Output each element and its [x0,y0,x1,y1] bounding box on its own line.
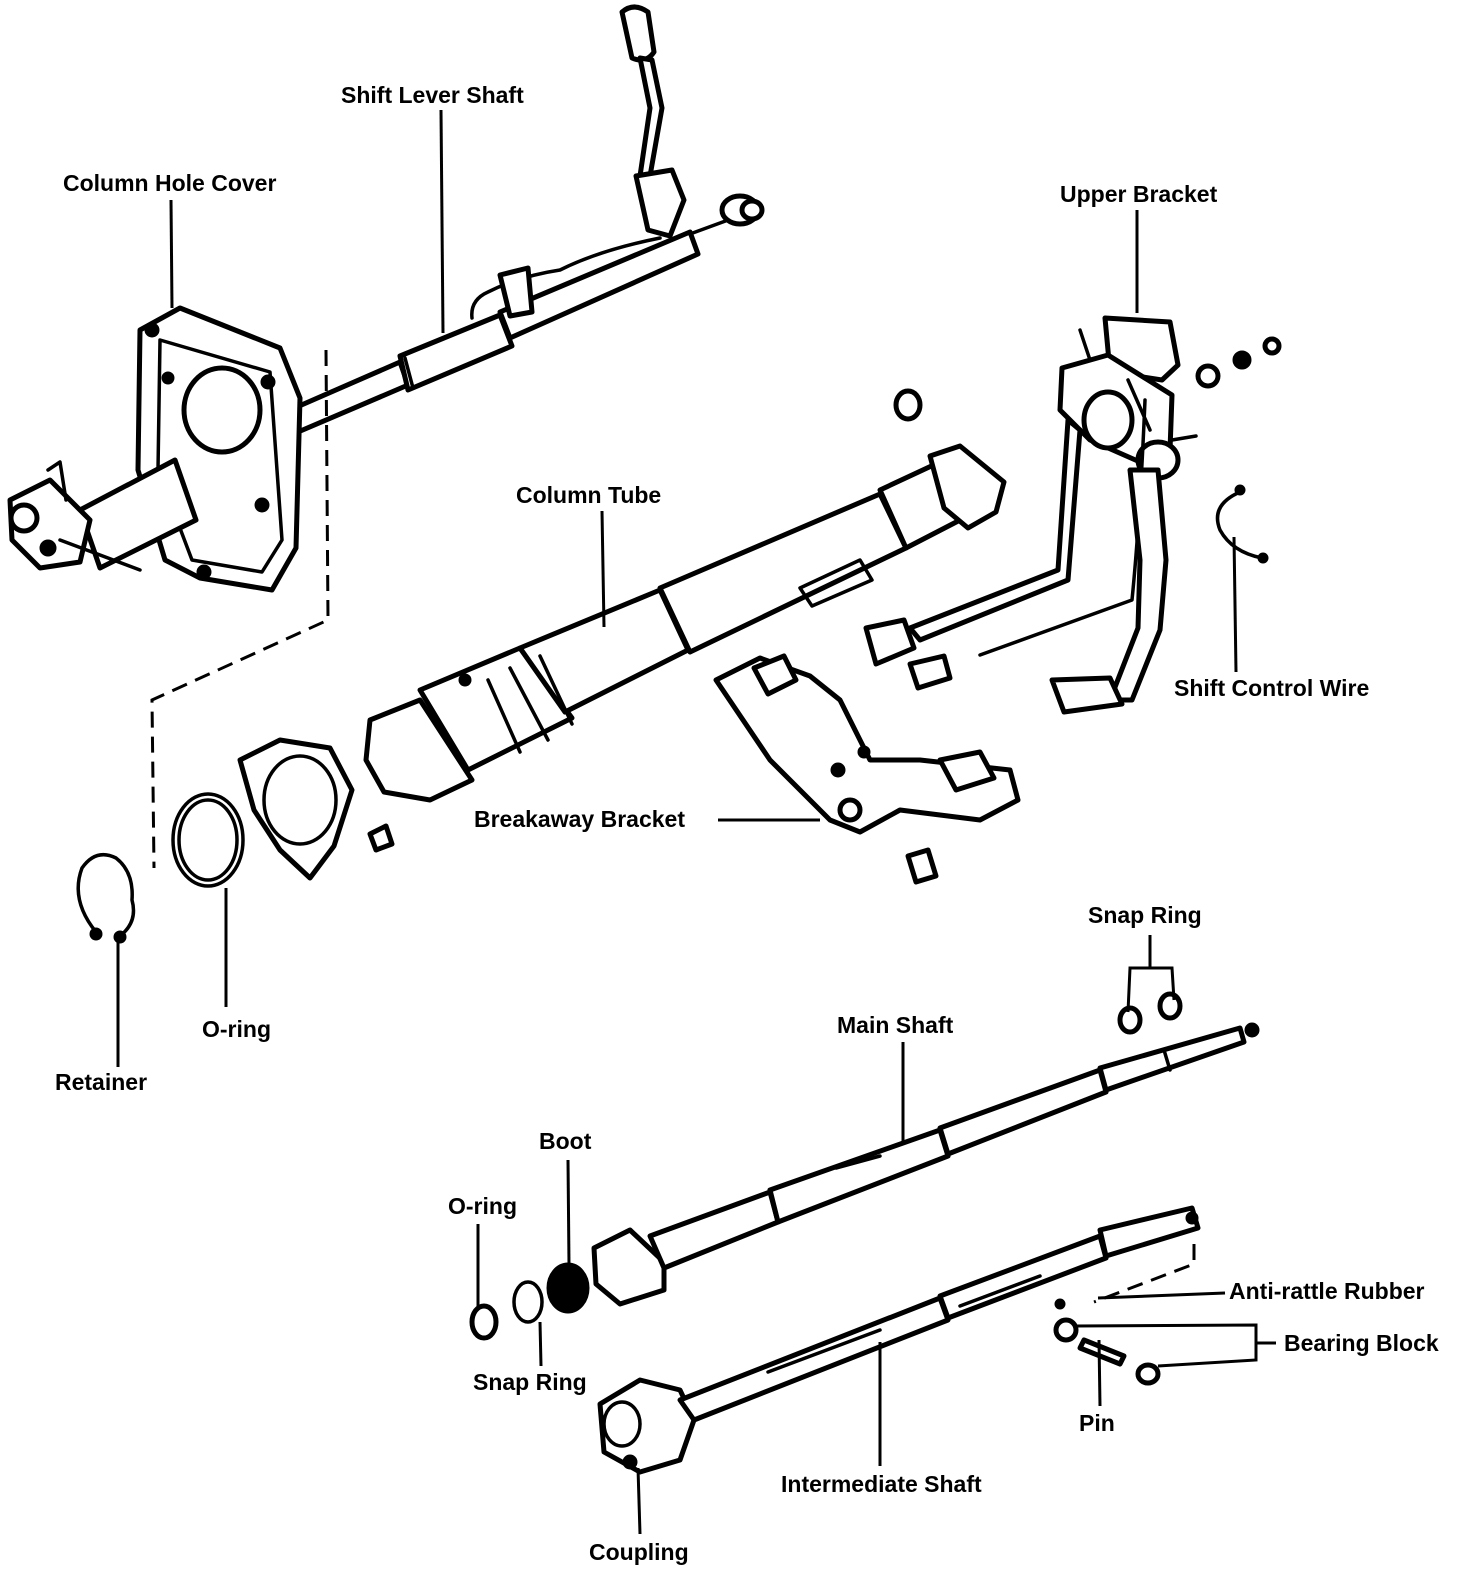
label-o-ring-bottom: O-ring [448,1193,517,1219]
leader-lines [116,109,1276,1535]
label-bearing-block: Bearing Block [1284,1330,1439,1356]
label-pin: Pin [1079,1410,1115,1436]
label-snap-ring-bottom: Snap Ring [473,1369,587,1395]
label-coupling: Coupling [589,1539,689,1565]
retainer-part [76,852,136,944]
boot-part [546,1262,590,1314]
label-column-hole-cover: Column Hole Cover [63,170,277,196]
flange-part [237,737,395,881]
label-upper-bracket: Upper Bracket [1060,181,1218,207]
label-intermediate-shaft: Intermediate Shaft [781,1471,982,1497]
label-shift-lever-shaft: Shift Lever Shaft [341,82,524,108]
bearing-block-part [1053,1298,1161,1386]
label-retainer: Retainer [55,1069,148,1095]
label-breakaway-bracket: Breakaway Bracket [474,806,685,832]
label-snap-ring-top: Snap Ring [1088,902,1202,928]
label-boot: Boot [539,1128,592,1154]
main-shaft-part [591,991,1260,1307]
o-ring-bottom-part [469,1303,499,1341]
upper-bracket-part [863,315,1282,715]
column-hole-cover-part [7,305,303,593]
label-o-ring-left: O-ring [202,1016,271,1042]
shift-lever-shaft-part [287,4,765,435]
pin-part [1077,1337,1127,1367]
label-column-tube: Column Tube [516,482,662,508]
label-anti-rattle-rubber: Anti-rattle Rubber [1229,1278,1425,1304]
column-tube-part [363,443,1007,803]
shift-control-wire-part [1215,484,1269,564]
guide-line-lower [1093,1244,1196,1304]
label-shift-control-wire: Shift Control Wire [1174,675,1370,701]
breakaway-bracket-part [713,653,1021,885]
label-main-shaft: Main Shaft [837,1012,954,1038]
o-ring-left-part [171,792,245,888]
intermediate-shaft-part [597,1205,1201,1475]
guide-line-upper [150,349,330,869]
snap-ring-bottom-part [512,1280,544,1324]
